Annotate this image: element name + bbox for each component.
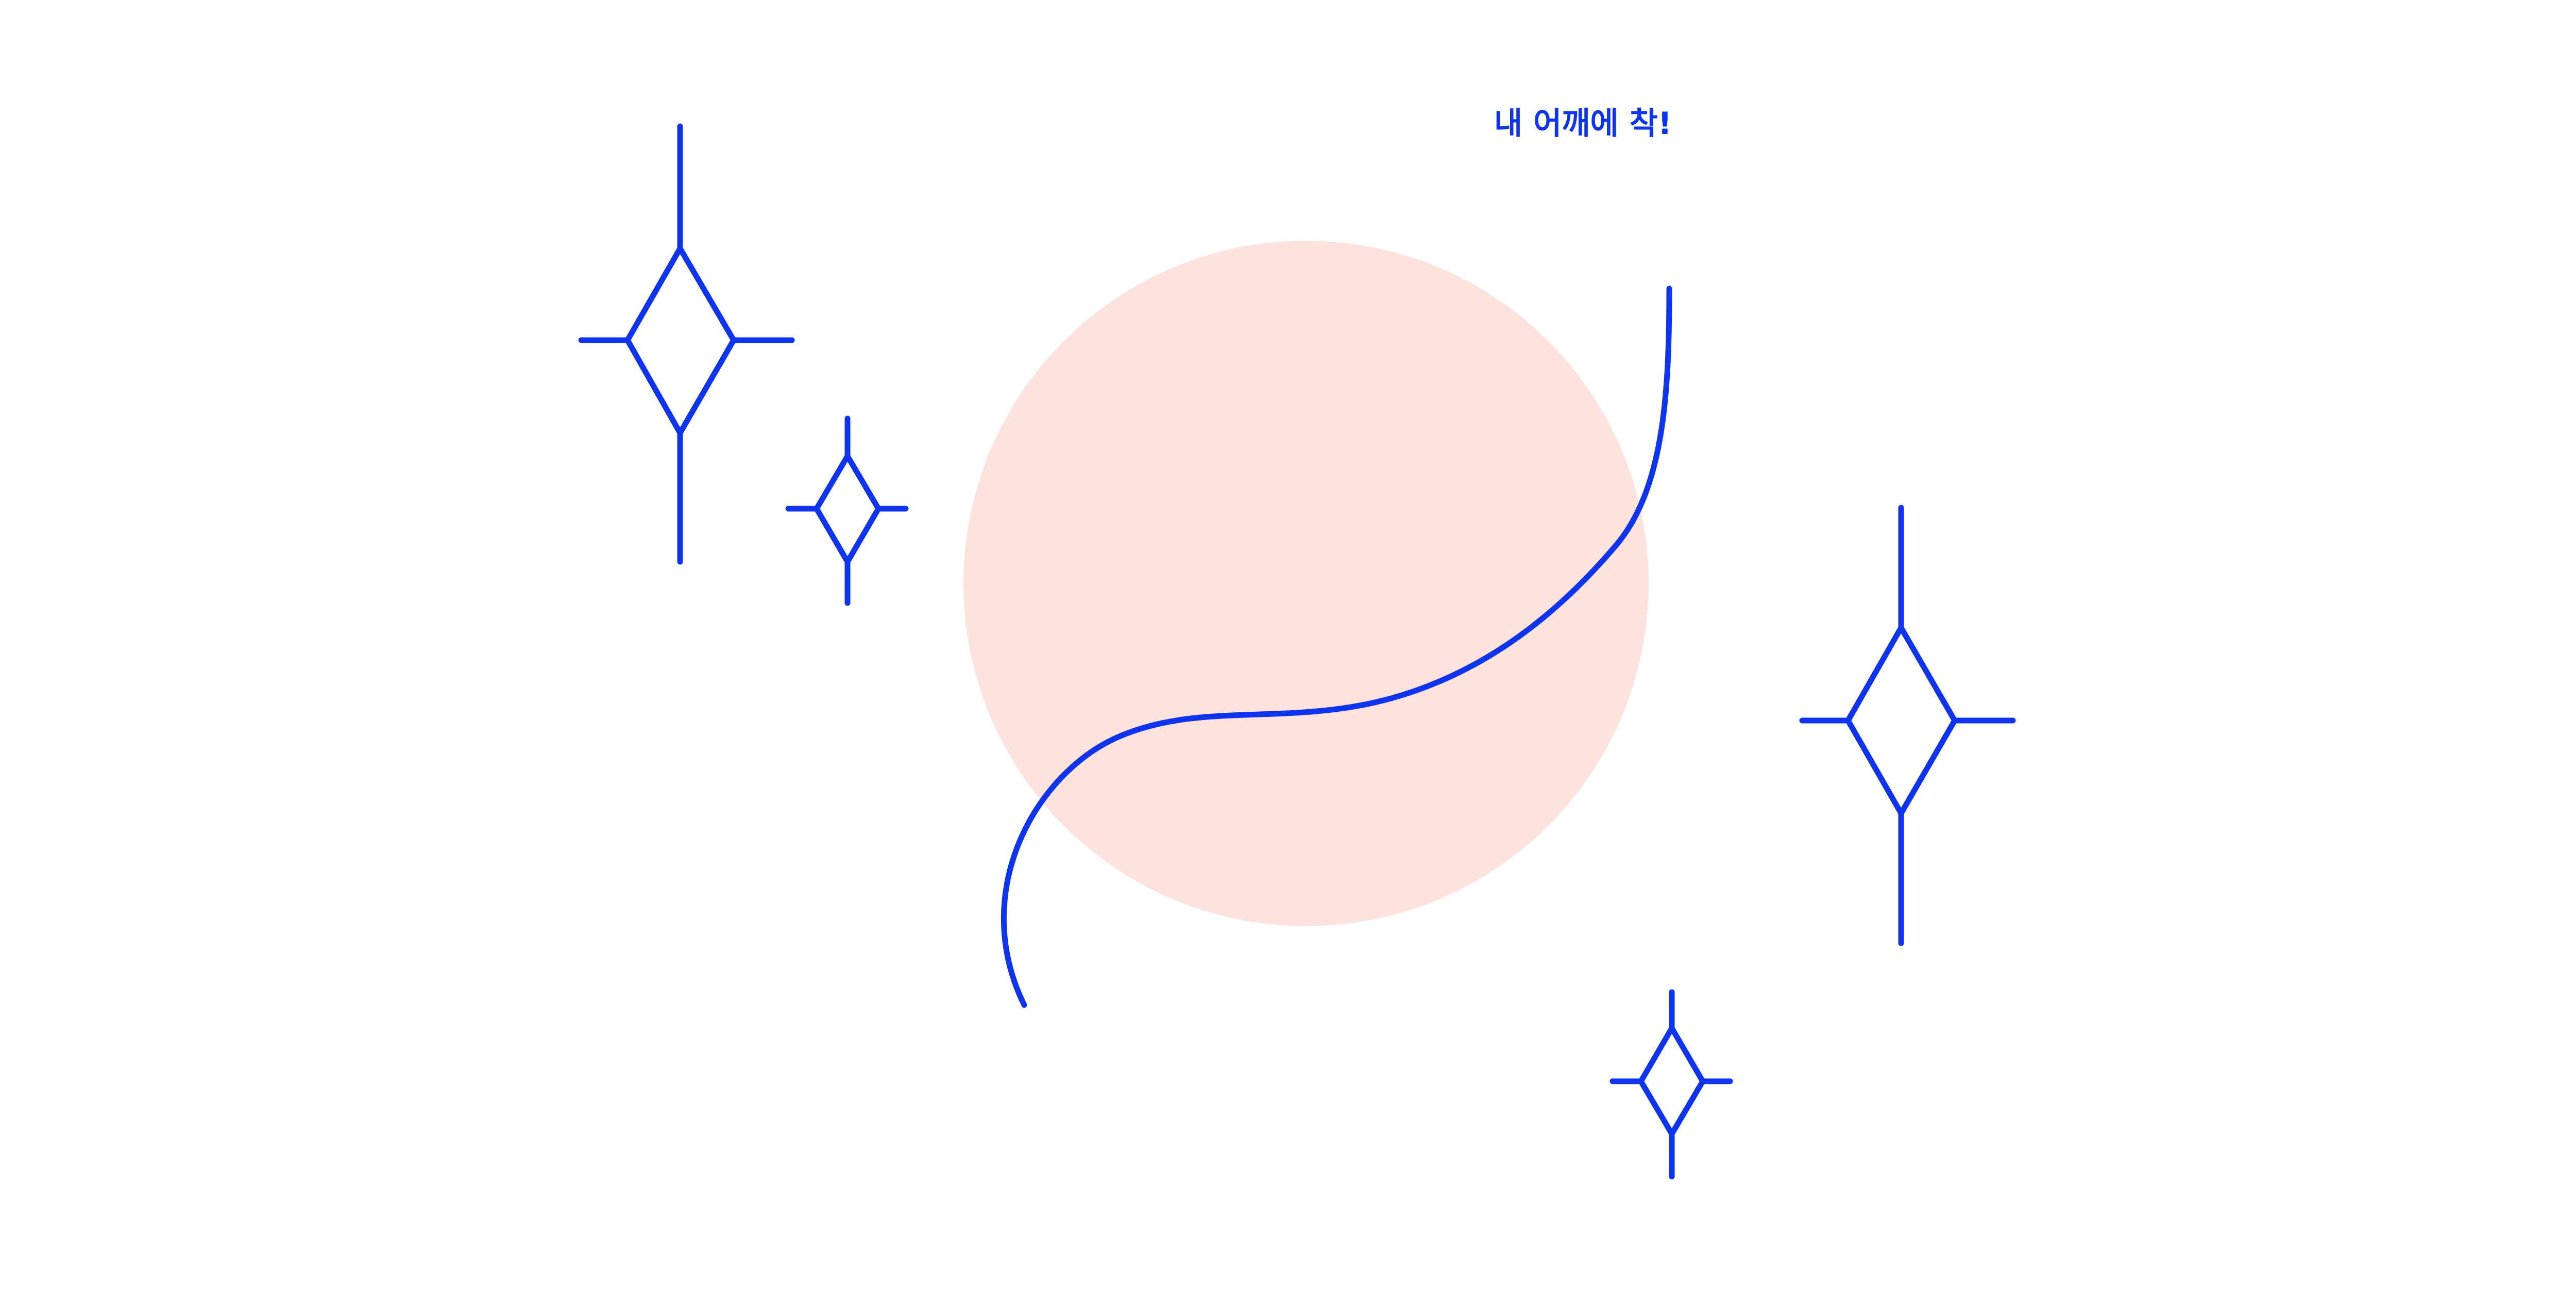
sparkle-icon bbox=[1799, 505, 2016, 946]
sparkle-icon bbox=[1609, 989, 1733, 1180]
pink-circle bbox=[963, 241, 1649, 926]
sparkle-icon bbox=[785, 415, 909, 606]
caption-text: 내 어깨에 착! bbox=[1494, 106, 1672, 142]
hanging-strand bbox=[1001, 286, 1672, 1008]
sparkle-icon bbox=[578, 123, 795, 565]
